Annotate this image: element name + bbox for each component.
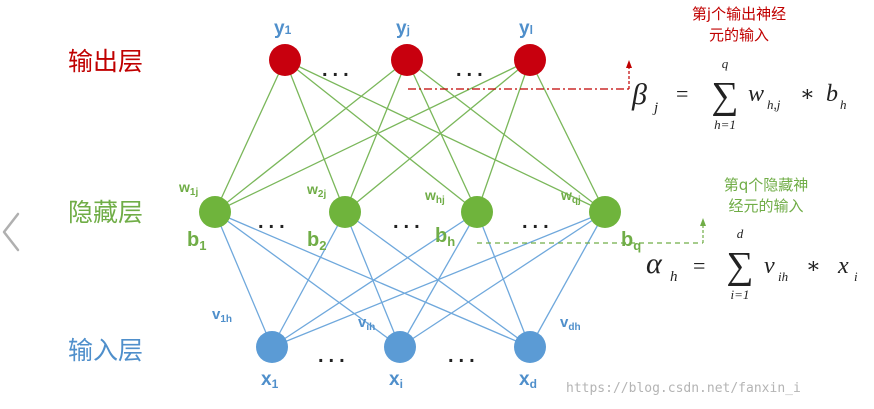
output-node: [391, 44, 423, 76]
connection-line-input-3-hidden-1: [214, 211, 531, 348]
connection-line-input-1-hidden-3: [271, 211, 478, 348]
input-weight-label-v1h: v1h: [212, 306, 232, 325]
beta-times: ∗: [800, 81, 815, 106]
output-node-label-yj: yj: [396, 18, 410, 39]
output-ellipsis: ...: [322, 59, 354, 81]
alpha-symbol: α: [646, 247, 663, 280]
output-ellipsis: ...: [456, 59, 488, 81]
output-node-label-y1: y1: [274, 18, 292, 39]
connection-line-hidden-3-output-3: [476, 59, 531, 213]
input-node-label-x1: x1: [261, 369, 279, 391]
connection-line-input-2-hidden-1: [214, 211, 401, 348]
beta-term1: w: [748, 81, 764, 107]
watermark: https://blog.csdn.net/fanxin_i: [566, 381, 801, 396]
alpha-term2: x: [837, 253, 849, 279]
hidden-weight-label-wqj: wqj: [560, 187, 581, 206]
connection-line-input-2-hidden-4: [399, 211, 606, 348]
beta-sigma: ∑: [711, 75, 738, 117]
beta-term1-subscript: h,j: [767, 97, 781, 112]
beta-term2-subscript: h: [840, 97, 847, 112]
hidden-node: [329, 196, 361, 228]
output-node: [514, 44, 546, 76]
alpha-formula: α h = d ∑ i=1 v ih ∗ x i: [646, 226, 858, 302]
alpha-equals: =: [693, 253, 705, 278]
input-node-label-xi: xi: [389, 369, 403, 391]
hidden-node-label-bq: bq: [621, 229, 641, 253]
input-weight-label-vdh: vdh: [560, 314, 581, 333]
input-node: [384, 331, 416, 363]
hidden-to-output-connections: [214, 59, 606, 213]
output-input-leader: [408, 60, 632, 90]
beta-term2: b: [826, 81, 838, 107]
alpha-term1: v: [764, 253, 775, 279]
hidden-ellipsis: ...: [393, 211, 425, 233]
input-node-label-xd: xd: [519, 369, 537, 391]
input-layer-nodes: v1h x1 vih xi vdh xd: [212, 306, 581, 391]
hidden-ellipsis: ...: [258, 211, 290, 233]
connection-line-input-3-hidden-2: [344, 211, 531, 348]
hidden-weight-label-w1j: w1j: [178, 179, 198, 198]
beta-subscript: j: [652, 100, 658, 116]
output-layer-label: 输出层: [68, 47, 143, 76]
output-node-label-yl: yl: [519, 18, 533, 39]
connection-line-hidden-4-output-2: [406, 59, 606, 213]
input-node: [514, 331, 546, 363]
connection-line-hidden-1-output-2: [214, 59, 408, 213]
hidden-weight-label-w2j: w2j: [306, 181, 326, 200]
hidden-weight-label-whj: whj: [424, 187, 445, 206]
connection-line-input-1-hidden-1: [214, 211, 273, 348]
input-layer-label: 输入层: [68, 336, 143, 365]
alpha-subscript: h: [670, 269, 678, 285]
hidden-node-label-b2: b2: [307, 229, 326, 253]
connection-line-hidden-2-output-1: [284, 59, 346, 213]
hidden-node: [589, 196, 621, 228]
connection-line-hidden-4-output-1: [284, 59, 606, 213]
input-weight-label-vih: vih: [358, 314, 375, 333]
hidden-node: [199, 196, 231, 228]
hidden-node: [461, 196, 493, 228]
connection-line-hidden-1-output-3: [214, 59, 531, 213]
connection-line-hidden-2-output-2: [344, 59, 408, 213]
input-to-hidden-connections: [214, 211, 606, 348]
beta-formula: β j = q ∑ h=1 w h,j ∗ b h: [631, 56, 847, 132]
hidden-input-leader: [477, 218, 706, 244]
output-node: [269, 44, 301, 76]
alpha-sigma: ∑: [726, 245, 753, 287]
input-ellipsis: ...: [448, 345, 480, 367]
beta-symbol: β: [631, 78, 647, 111]
connection-line-hidden-2-output-3: [344, 59, 531, 213]
alpha-sum-lower: i=1: [731, 287, 750, 302]
alpha-term2-subscript: i: [854, 269, 858, 284]
hidden-ellipsis: ...: [522, 211, 554, 233]
alpha-sum-upper: d: [737, 226, 744, 241]
hidden-note-line-1: 第q个隐藏神: [724, 176, 809, 194]
connection-line-hidden-4-output-3: [529, 59, 606, 213]
hidden-node-label-b1: b1: [187, 229, 206, 253]
alpha-times: ∗: [806, 253, 821, 278]
connection-line-input-3-hidden-4: [529, 211, 606, 348]
chevron-left-icon[interactable]: [2, 212, 20, 252]
beta-sum-upper: q: [722, 56, 729, 71]
output-layer-nodes: y1 yj yl: [269, 18, 546, 76]
beta-equals: =: [676, 81, 688, 106]
input-ellipsis: ...: [318, 345, 350, 367]
output-note-line-2: 元的输入: [709, 26, 769, 44]
connection-line-hidden-1-output-1: [214, 59, 286, 213]
connection-line-input-3-hidden-3: [476, 211, 531, 348]
hidden-note-line-2: 经元的输入: [728, 197, 803, 215]
output-note-line-1: 第j个输出神经: [692, 5, 786, 23]
connection-line-hidden-3-output-2: [406, 59, 478, 213]
input-node: [256, 331, 288, 363]
connection-line-hidden-3-output-1: [284, 59, 478, 213]
alpha-term1-subscript: ih: [778, 269, 788, 284]
beta-sum-lower: h=1: [714, 117, 736, 132]
hidden-layer-label: 隐藏层: [68, 198, 143, 227]
